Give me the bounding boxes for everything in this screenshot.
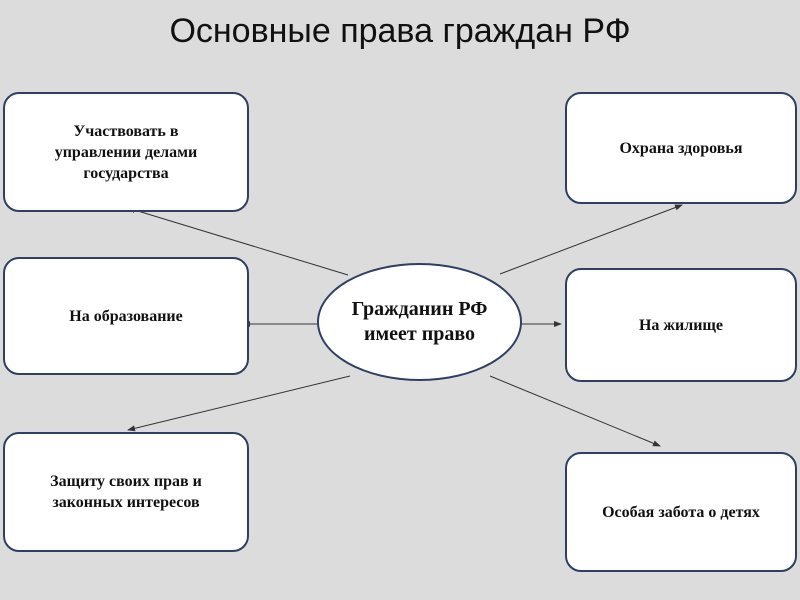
box-education: На образование [3, 257, 249, 375]
box-protection: Защиту своих прав и законных интересов [3, 432, 249, 552]
center-node: Гражданин РФ имеет право [317, 263, 522, 381]
box-participate-label: Участвовать в управлении делами государс… [54, 122, 198, 182]
box-housing: На жилище [565, 268, 797, 382]
box-health-label: Охрана здоровья [619, 139, 743, 157]
arrow-to-protection [127, 375, 351, 432]
box-children: Особая забота о детях [565, 452, 797, 572]
box-protection-label: Защиту своих прав и законных интересов [50, 473, 202, 511]
box-education-label: На образование [69, 307, 183, 325]
arrow-to-participate [127, 207, 349, 276]
box-health: Охрана здоровья [565, 92, 797, 204]
box-participate: Участвовать в управлении делами государс… [3, 92, 249, 212]
arrow-to-children [489, 375, 661, 447]
box-children-label: Особая забота о детях [602, 503, 760, 521]
box-housing-label: На жилище [638, 316, 724, 334]
diagram-title: Основные права граждан РФ [169, 12, 631, 50]
center-label: Гражданин РФ имеет право [351, 298, 488, 345]
arrow-to-health [499, 204, 683, 275]
